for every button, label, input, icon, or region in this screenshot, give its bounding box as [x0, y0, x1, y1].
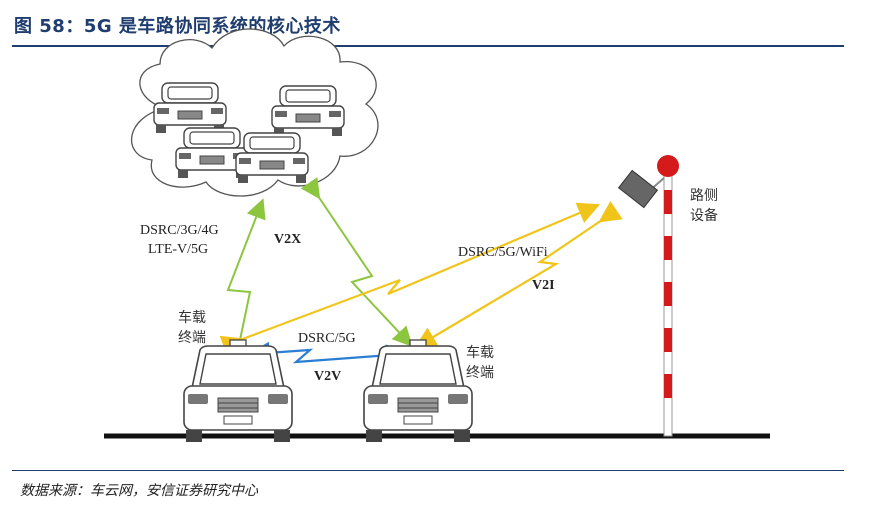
- terminal-right-line2: 终端: [466, 365, 494, 381]
- roadside-line2: 设备: [690, 207, 718, 224]
- vehicle-right: [363, 339, 473, 443]
- v2x-link-right: [300, 177, 413, 347]
- vehicle-left: [183, 339, 293, 443]
- cloud-car-2: [271, 85, 345, 137]
- v2v-tech-label: DSRC/5G: [298, 331, 356, 346]
- v2i-tech-label: DSRC/5G/WiFi: [458, 245, 548, 260]
- terminal-left-line2: 终端: [178, 330, 206, 346]
- source-note: 数据来源：车云网，安信证券研究中心: [20, 483, 258, 499]
- v2v-label: V2V: [314, 369, 341, 384]
- terminal-right-line1: 车载: [466, 344, 494, 361]
- v2v-link: [247, 341, 409, 367]
- v2i-link-right: [414, 201, 623, 349]
- cloud-car-1: [153, 82, 227, 134]
- terminal-left-line1: 车载: [178, 309, 206, 326]
- source-rule: [12, 470, 844, 471]
- cloud-car-4: [235, 132, 309, 184]
- v2x-label: V2X: [274, 232, 301, 247]
- roadside-line1: 路侧: [690, 188, 718, 204]
- left-link-tech-line1: DSRC/3G/4G: [140, 223, 219, 238]
- v2x-link-left: [226, 198, 266, 358]
- v2i-label: V2I: [532, 278, 555, 293]
- title-rule: [12, 45, 844, 47]
- left-link-tech-line2: LTE-V/5G: [148, 242, 208, 257]
- roadside-pole: [617, 155, 679, 437]
